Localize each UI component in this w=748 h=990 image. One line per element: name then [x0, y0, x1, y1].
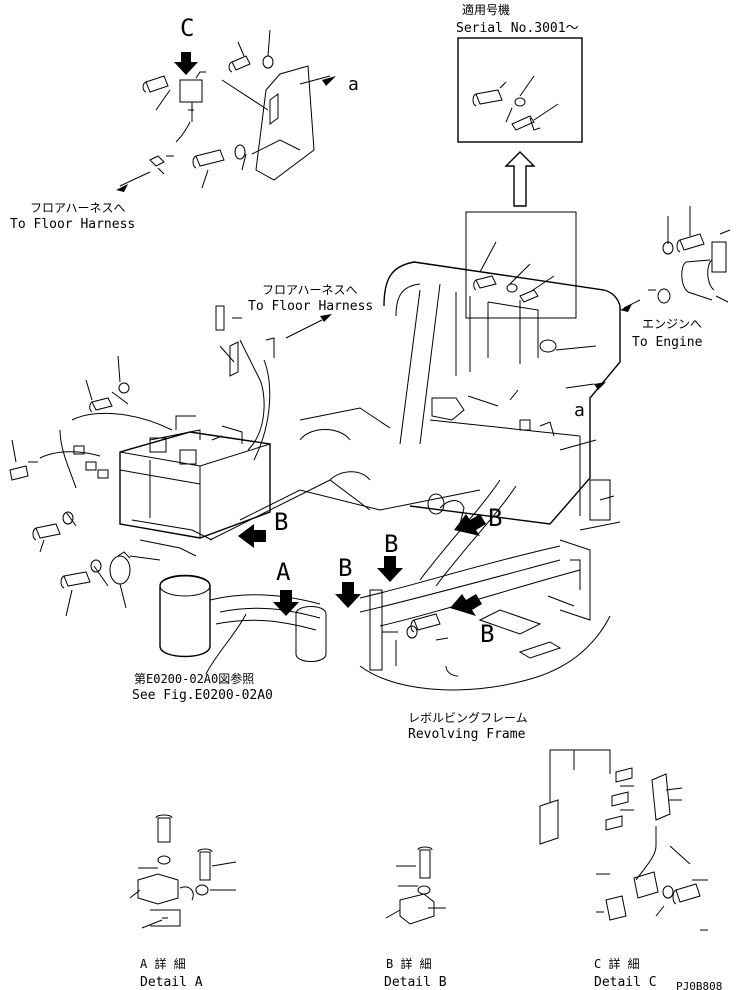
engine-label-en: To Engine: [632, 335, 703, 350]
up-arrow-icon: [504, 151, 536, 207]
revolving-frame-en: Revolving Frame: [408, 727, 526, 742]
serial-detail-parts: [472, 75, 559, 131]
serial-detail-box: [457, 37, 583, 143]
revolving-frame-jp: レボルビングフレーム: [408, 711, 528, 725]
detail-a-parts: [129, 814, 237, 929]
floor-harness-left-en: To Floor Harness: [10, 217, 135, 232]
detail-c-assembly-top: C a: [116, 14, 359, 192]
callout-b1: B: [274, 508, 288, 536]
arrow-a1-icon: [273, 590, 299, 616]
callout-a1: A: [276, 558, 291, 586]
floor-harness-center-jp: フロアハーネスへ: [262, 283, 358, 297]
serial-origin-box: [465, 211, 577, 319]
see-fig-jp: 第E0200-02A0図参照: [134, 671, 254, 686]
arrow-b4-icon: [335, 582, 361, 608]
detail-a-en: Detail A: [140, 975, 203, 990]
arrow-down-icon: [174, 52, 198, 75]
detail-b-parts: [385, 846, 446, 925]
serial-label-jp: 適用号機: [462, 2, 510, 17]
detail-b-en: Detail B: [384, 975, 447, 990]
arrow-b1-icon: [238, 524, 266, 548]
detail-c-en: Detail C: [594, 975, 657, 990]
callout-a-top: a: [348, 74, 359, 95]
callout-c-top: C: [180, 14, 194, 42]
cab-frame: a: [383, 211, 621, 525]
floor-frame: [159, 407, 621, 691]
floor-harness-left-jp: フロアハーネスへ: [30, 201, 126, 215]
relay-block: [179, 79, 203, 103]
floor-harness-center-en: To Floor Harness: [248, 299, 373, 314]
callout-b2: B: [488, 504, 502, 532]
arrow-b5-icon: [450, 594, 482, 616]
see-fig-en: See Fig.E0200-02A0: [132, 688, 273, 703]
engine-label-jp: エンジンへ: [642, 317, 702, 331]
callout-b4: B: [338, 554, 352, 582]
detail-b-jp: B 詳 細: [386, 956, 432, 971]
serial-label-en: Serial No.3001～: [456, 21, 579, 36]
callout-a-right: a: [574, 400, 585, 421]
detail-c-jp: C 詳 細: [594, 956, 640, 971]
callout-b5: B: [480, 620, 494, 648]
engine-connection-parts: [620, 206, 731, 312]
detail-a-jp: A 詳 細: [140, 956, 186, 971]
detail-c-parts: [539, 749, 708, 931]
battery-assembly: [9, 305, 275, 617]
arrow-b2-icon: [454, 514, 486, 536]
drawing-code: PJ0B808: [676, 980, 722, 990]
callout-arrows: B B B A B B: [238, 504, 502, 648]
callout-b3: B: [384, 530, 398, 558]
arrow-b3-icon: [377, 556, 403, 582]
